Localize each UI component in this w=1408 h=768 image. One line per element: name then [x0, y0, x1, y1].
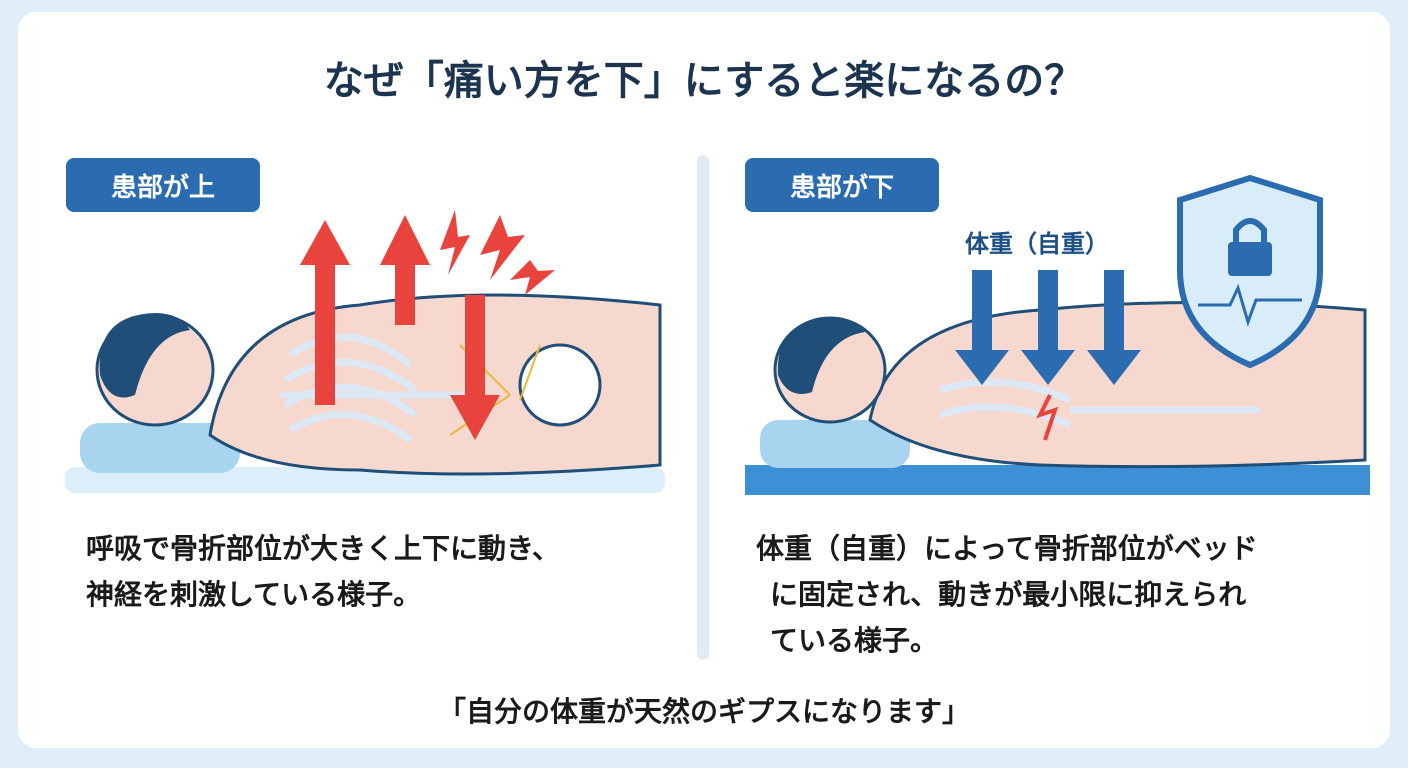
left-caption: 呼吸で骨折部位が大きく上下に動き、 神経を刺激している様子。	[86, 526, 560, 618]
caption-line: 神経を刺激している様子。	[86, 578, 422, 611]
footer-quote: 「自分の体重が天然のギプスになります」	[437, 695, 970, 728]
right-caption: 体重（自重）によって骨折部位がベッド に固定され、動きが最小限に抑えられ ている…	[756, 526, 1258, 664]
illustration-affected-down	[745, 174, 1370, 495]
caption-line: ている様子。	[770, 624, 939, 657]
caption-line: に固定され、動きが最小限に抑えられ	[770, 578, 1247, 611]
divider	[697, 155, 709, 660]
caption-line: 体重（自重）によって骨折部位がベッド	[756, 532, 1258, 565]
caption-line: 呼吸で骨折部位が大きく上下に動き、	[86, 532, 561, 565]
weight-label: 体重（自重）	[965, 230, 1109, 258]
badge-affected-down: 患部が下	[745, 158, 939, 212]
badge-affected-up: 患部が上	[66, 158, 260, 212]
illustration-affected-up	[65, 210, 665, 493]
page-title: なぜ「痛い方を下」にすると楽になるの？	[323, 58, 1085, 104]
